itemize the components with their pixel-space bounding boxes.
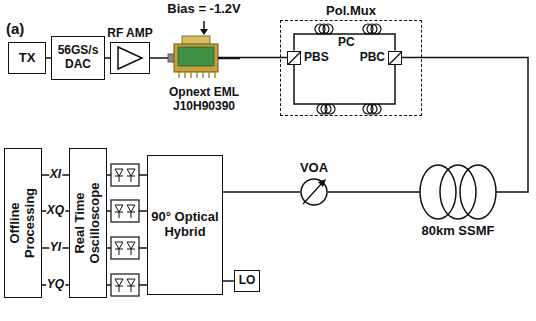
node-label: VOA	[300, 161, 328, 176]
fiber-loop	[371, 24, 381, 34]
node-label: 56GS/s DAC	[52, 44, 104, 72]
node-label: RF AMP	[107, 27, 153, 41]
node-label: LO	[239, 274, 256, 288]
node-label: Opnext EML J10H90390	[160, 86, 248, 114]
fiber-loop	[325, 104, 335, 114]
module-package	[174, 44, 218, 72]
module-pin	[196, 72, 198, 78]
module-label	[178, 47, 214, 66]
photodetector-symbol	[111, 274, 139, 296]
fiber-spool: 80km SSMF	[420, 162, 496, 222]
attenuator-arrow	[303, 183, 322, 204]
module-pin	[214, 72, 216, 78]
node-label: Offline Processing	[8, 177, 38, 269]
attenuator-symbol: VOA	[300, 178, 328, 206]
node-label: PBC	[360, 51, 385, 65]
figure-tag: (a)	[6, 20, 24, 37]
splitter-box: PBS	[287, 51, 301, 65]
splitter-diagonal	[288, 52, 301, 65]
combiner-diagonal	[389, 52, 402, 65]
photodetector-symbol	[111, 164, 139, 186]
node-label: PBS	[304, 51, 329, 65]
fiber-connector	[223, 191, 300, 193]
fiber-connector	[223, 280, 234, 282]
fiber-connector	[328, 191, 420, 193]
signal-label: XI	[49, 168, 62, 181]
laser-module: Opnext EML J10H90390	[168, 32, 240, 84]
polarization-controller	[315, 24, 381, 114]
attenuator-arrow-head	[318, 179, 326, 187]
signal-label: XQ	[46, 204, 65, 217]
fiber-pigtail	[218, 57, 240, 60]
bias-arrow	[203, 21, 205, 29]
module-pin	[202, 72, 204, 78]
combiner-box: PBC	[388, 51, 402, 65]
fiber-coil	[460, 165, 496, 219]
amplifier-symbol	[118, 47, 142, 69]
converter-box: 56GS/s DAC	[51, 36, 105, 80]
attenuator-symbol	[301, 179, 327, 205]
bias-label: Bias = -1.2V	[167, 2, 240, 17]
fiber-spool	[420, 165, 496, 219]
process-box: Offline Processing	[4, 148, 42, 298]
node-label: TX	[19, 51, 36, 66]
node-label: Pol.Mux	[326, 4, 376, 19]
oscillator-box: LO	[234, 270, 260, 292]
process-box: TX	[8, 42, 46, 74]
group-box: Pol.MuxPBSPBC	[280, 20, 422, 116]
amplifier-box: RF AMP	[110, 42, 150, 74]
hybrid-box: 90° Optical Hybrid	[147, 155, 223, 295]
oscilloscope-box: Real Time Oscilloscope	[69, 148, 107, 298]
node-label: 90° Optical Hybrid	[148, 210, 222, 240]
fiber-connector	[402, 58, 528, 193]
fiber-loop	[371, 104, 381, 114]
fiber-coil	[440, 165, 476, 219]
photodetector-symbol	[111, 200, 139, 222]
bias-arrow-head	[200, 29, 208, 35]
signal-label: YQ	[46, 278, 65, 291]
fiber-coil	[420, 165, 456, 219]
module-pin	[184, 72, 186, 78]
node-label: 80km SSMF	[410, 224, 506, 239]
fiber-connector	[150, 57, 168, 59]
fiber-connector	[294, 65, 395, 105]
node-label: Real Time Oscilloscope	[73, 173, 103, 273]
part-label: PC	[338, 36, 355, 50]
photodetector-symbol	[111, 237, 139, 259]
fiber-connector	[294, 34, 395, 51]
fiber-loop	[323, 24, 333, 34]
module-pin	[190, 72, 192, 78]
module-pin	[178, 72, 180, 78]
module-pin	[208, 72, 210, 78]
module-pins	[179, 72, 215, 78]
signal-label: YI	[49, 241, 62, 254]
